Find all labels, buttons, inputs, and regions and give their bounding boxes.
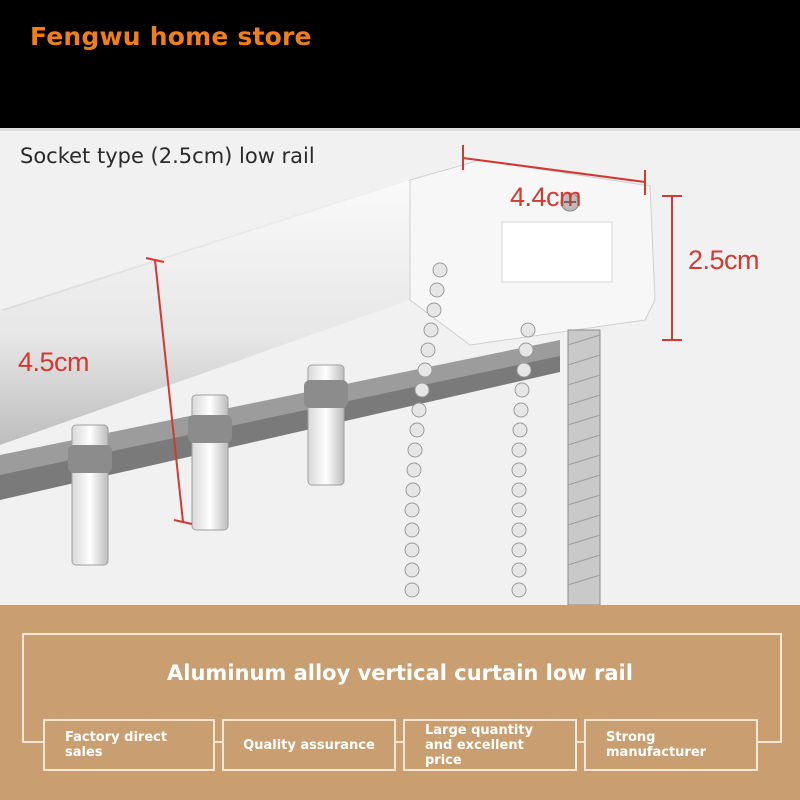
feature-label: Strong manufacturer xyxy=(606,730,707,760)
product-headline: Aluminum alloy vertical curtain low rail xyxy=(167,661,633,685)
feature-panel: Aluminum alloy vertical curtain low rail… xyxy=(0,605,800,800)
curtain-rail-photo xyxy=(0,128,800,605)
feature-price: Large quantity and excellent price xyxy=(403,719,577,771)
width-dimension-label: 4.4cm xyxy=(510,182,582,212)
feature-label: Quality assurance xyxy=(243,737,375,753)
hook-dimension-label: 4.5cm xyxy=(18,347,90,377)
feature-label: Large quantity and excellent price xyxy=(425,722,534,768)
panel-frame xyxy=(22,633,782,743)
feature-label: Factory direct sales xyxy=(65,730,168,760)
feature-quality: Quality assurance xyxy=(222,719,396,771)
feature-manufacturer: Strong manufacturer xyxy=(584,719,758,771)
feature-factory-direct: Factory direct sales xyxy=(43,719,215,771)
rail-type-label: Socket type (2.5cm) low rail xyxy=(20,144,315,168)
store-name: Fengwu home store xyxy=(30,22,312,51)
height-dimension-label: 2.5cm xyxy=(688,245,760,275)
